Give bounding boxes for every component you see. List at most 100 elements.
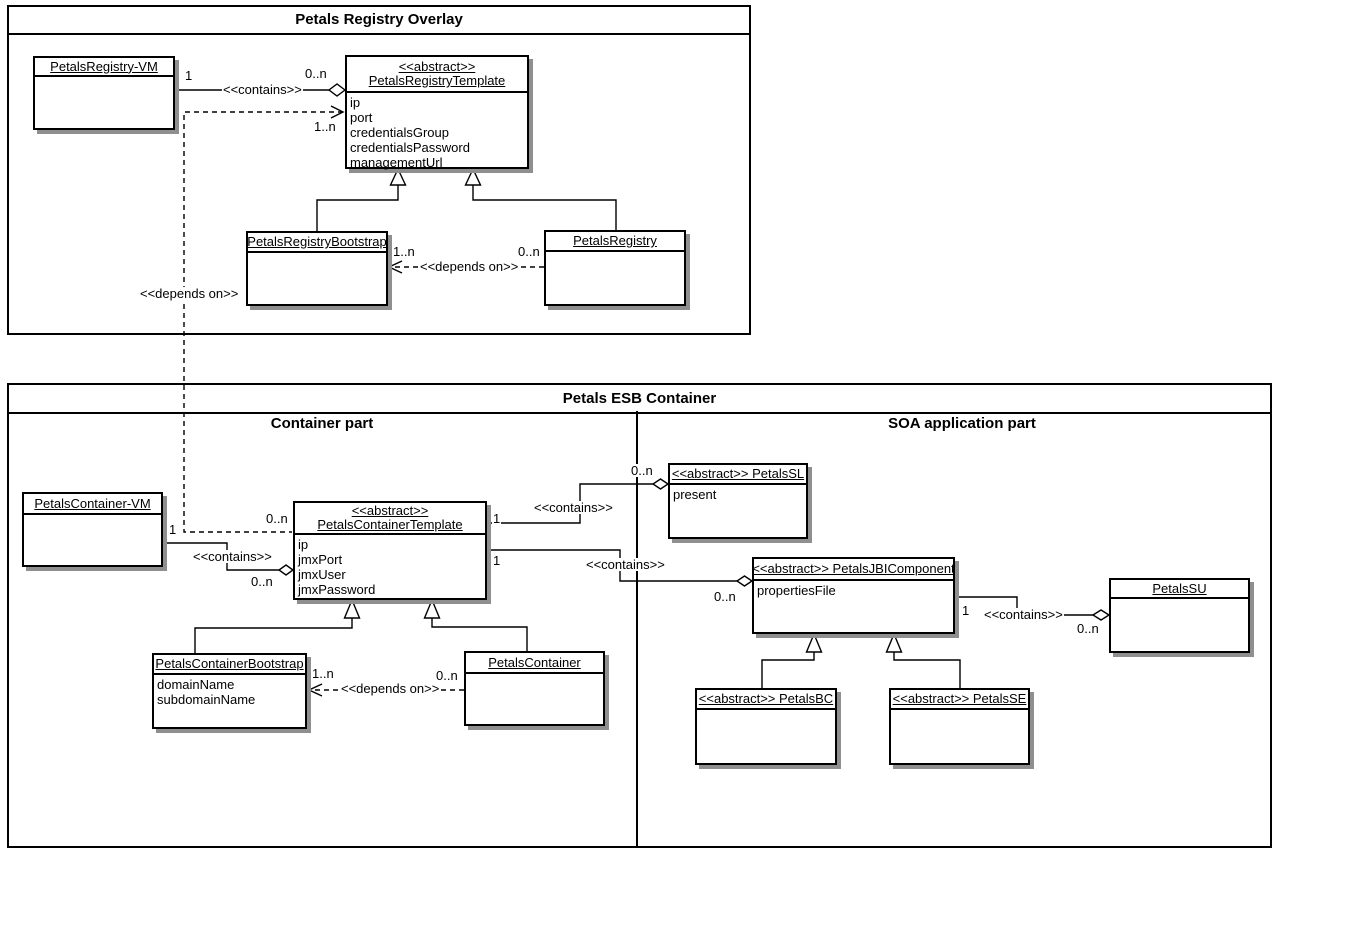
edge-label-boot-depends-mult-boot: 1..n	[392, 244, 416, 259]
class-attributes-compartment	[546, 252, 684, 254]
class-name: PetalsRegistryTemplate	[368, 73, 506, 88]
class-name-compartment: PetalsContainer-VM	[24, 494, 161, 515]
class-attribute: managementUrl	[350, 155, 443, 170]
class-petals-container-vm: PetalsContainer-VM	[22, 492, 163, 567]
class-name: PetalsContainerBootstrap	[155, 656, 304, 671]
edge-label-sl-contains-mult-sl: 0..n	[630, 463, 654, 478]
class-name: PetalsContainerTemplate	[317, 517, 463, 532]
class-name-compartment: PetalsContainerBootstrap	[154, 655, 305, 675]
class-name-compartment: PetalsRegistry-VM	[35, 58, 173, 77]
class-attribute: present	[673, 487, 717, 502]
class-name: PetalsSU	[1152, 580, 1207, 596]
edge-label-boot-depends-mult-reg: 0..n	[517, 244, 541, 259]
edge-label-cb-depends: <<depends on>>	[340, 681, 441, 696]
class-attribute: jmxPassword	[298, 582, 376, 597]
class-name-compartment: <<abstract>> PetalsSL	[670, 465, 806, 485]
class-attributes-compartment	[1111, 599, 1248, 601]
edge-label-jbi-contains-mult-tpl: 1	[492, 553, 502, 568]
class-name-compartment: <<abstract>> PetalsSE	[891, 690, 1028, 710]
class-attributes-compartment	[248, 253, 386, 255]
edge-label-sl-contains-mult-tpl: 1	[492, 511, 502, 526]
class-petals-su: PetalsSU	[1109, 578, 1250, 653]
class-name-compartment: PetalsRegistry	[546, 232, 684, 252]
class-petals-registry-bootstrap: PetalsRegistryBootstrap	[246, 231, 388, 306]
class-name: PetalsContainer-VM	[34, 495, 151, 511]
class-attribute: subdomainName	[157, 692, 256, 707]
package-petals-registry-overlay: Petals Registry Overlay	[7, 5, 751, 335]
class-attribute: port	[350, 110, 373, 125]
edge-label-reg-contains: <<contains>>	[222, 82, 303, 97]
class-attributes-compartment: propertiesFile	[754, 581, 953, 598]
class-attributes-compartment	[466, 674, 603, 676]
edge-label-su-contains-mult-su: 0..n	[1076, 621, 1100, 636]
class-name: PetalsRegistry	[573, 233, 657, 248]
class-petals-jbi-component: <<abstract>> PetalsJBIComponent propertie…	[752, 557, 955, 634]
edge-label-cont-contains: <<contains>>	[192, 549, 273, 564]
class-petals-container: PetalsContainer	[464, 651, 605, 726]
package-title-registry-overlay: Petals Registry Overlay	[9, 7, 749, 35]
class-name-compartment: <<abstract>>PetalsRegistryTemplate	[347, 57, 527, 93]
class-name: PetalsRegistryBootstrap	[247, 234, 387, 249]
class-stereotype: <<abstract>>	[351, 503, 429, 518]
class-petals-registry: PetalsRegistry	[544, 230, 686, 306]
class-petals-se: <<abstract>> PetalsSE	[889, 688, 1030, 765]
edge-label-cb-depends-mult-boot: 1..n	[311, 666, 335, 681]
edge-label-cont-contains-mult-vm: 1	[168, 522, 178, 537]
class-petals-sl: <<abstract>> PetalsSL present	[668, 463, 808, 539]
edge-label-jbi-contains-mult-jbi: 0..n	[713, 589, 737, 604]
class-name: <<abstract>> PetalsBC	[698, 691, 834, 706]
class-attribute: credentialsGroup	[350, 125, 449, 140]
class-name: <<abstract>> PetalsSE	[892, 691, 1027, 706]
class-name-compartment: <<abstract>> PetalsJBIComponent	[752, 559, 955, 581]
edge-label-jbi-contains: <<contains>>	[585, 557, 666, 572]
class-name-compartment: PetalsSU	[1111, 580, 1248, 599]
class-stereotype: <<abstract>>	[398, 59, 476, 74]
class-name: PetalsContainer	[488, 654, 581, 670]
class-attributes-compartment	[697, 710, 835, 712]
class-name-compartment: PetalsContainer	[466, 653, 603, 674]
class-name-compartment: <<abstract>> PetalsBC	[697, 690, 835, 710]
generalization-registry-bootstrap-to-template	[316, 167, 407, 231]
generalization-petals-bc-to-jbi-component	[761, 632, 823, 688]
edge-label-boot-depends: <<depends on>>	[419, 259, 520, 274]
edge-label-sl-contains: <<contains>>	[533, 500, 614, 515]
edge-label-reg-depends-mult: 1..n	[313, 119, 337, 134]
class-attribute: jmxUser	[298, 567, 346, 582]
class-name: <<abstract>> PetalsSL	[671, 466, 805, 481]
edge-label-reg-contains-mult-vm: 1	[184, 68, 194, 83]
edge-label-su-contains: <<contains>>	[983, 607, 1064, 622]
package-petals-esb-container: Petals ESB Container	[7, 383, 1272, 848]
class-attribute: jmxPort	[298, 552, 343, 567]
edge-label-reg-depends: <<depends on>>	[139, 286, 240, 301]
section-divider	[636, 411, 638, 848]
edge-label-cont-contains-mult-tpl: 0..n	[250, 574, 274, 589]
class-name: <<abstract>> PetalsJBIComponent	[752, 561, 955, 576]
class-attribute: domainName	[157, 677, 235, 692]
class-petals-registry-vm: PetalsRegistry-VM	[33, 56, 175, 130]
edge-label-su-contains-mult-jbi: 1	[961, 603, 971, 618]
class-name: PetalsRegistry-VM	[50, 58, 158, 74]
class-attribute: ip	[350, 95, 361, 110]
package-title-esb-container: Petals ESB Container	[9, 385, 1270, 414]
class-attribute: propertiesFile	[757, 583, 836, 598]
generalization-petals-se-to-jbi-component	[885, 632, 961, 688]
dependency-container-template-to-registry-template	[183, 105, 345, 533]
class-name-compartment: <<abstract>>PetalsContainerTemplate	[295, 503, 485, 535]
generalization-container-bootstrap-to-template	[194, 598, 361, 653]
generalization-registry-to-template	[464, 167, 617, 230]
class-attributes-compartment	[891, 710, 1028, 712]
generalization-container-to-template	[423, 598, 528, 651]
class-attributes-compartment	[24, 515, 161, 517]
section-title-container-part: Container part	[270, 415, 374, 432]
edge-label-reg-contains-mult-tpl: 0..n	[304, 66, 328, 81]
edge-label-cb-depends-mult-cont: 0..n	[435, 668, 459, 683]
class-attribute: credentialsPassword	[350, 140, 470, 155]
class-attributes-compartment	[35, 77, 173, 79]
